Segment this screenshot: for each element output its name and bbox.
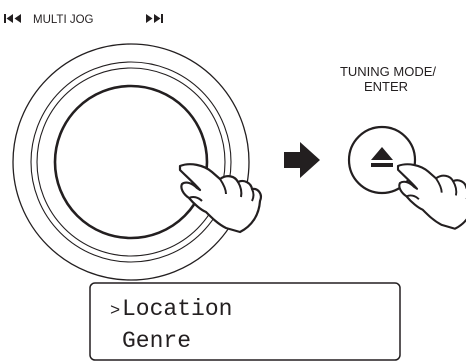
tuning-mode-enter-button[interactable]	[347, 125, 417, 195]
multi-jog-label-group: MULTI JOG	[4, 14, 163, 26]
lcd-display: > Location Genre	[89, 282, 401, 361]
right-arrow-icon	[284, 142, 320, 178]
dial-middle-ring	[30, 61, 232, 263]
dial-inner-ring	[36, 67, 226, 257]
multi-jog-dial[interactable]	[12, 43, 250, 281]
skip-next-icon	[146, 14, 163, 23]
tuning-mode-label: TUNING MODE/	[340, 64, 436, 79]
display-line-1: Location	[122, 296, 232, 322]
multi-jog-label: MULTI JOG	[33, 14, 94, 26]
pointing-hand-icon	[178, 163, 262, 234]
skip-previous-icon	[4, 14, 21, 23]
pointing-hand-icon	[396, 163, 466, 230]
dial-knob[interactable]	[53, 84, 209, 240]
display-cursor: >	[110, 302, 120, 321]
display-line-2: Genre	[122, 328, 191, 354]
dial-outer-ring	[12, 43, 250, 281]
enter-label: ENTER	[364, 79, 408, 94]
eject-icon	[371, 147, 393, 167]
